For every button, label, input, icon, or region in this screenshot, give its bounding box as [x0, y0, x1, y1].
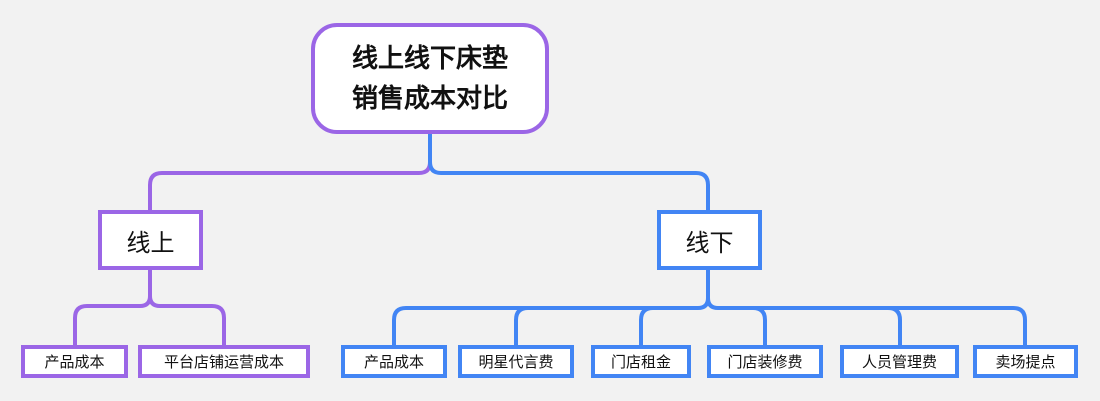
- leaf-online-store-operation-cost[interactable]: 平台店铺运营成本: [138, 345, 310, 378]
- root-title-line2: 销售成本对比: [351, 83, 508, 114]
- connector-offline-leaves: [392, 270, 1027, 345]
- leaf-offline-decoration-fee[interactable]: 门店装修费: [707, 345, 823, 378]
- connector-online-leaves: [73, 270, 226, 345]
- leaf-online-product-cost[interactable]: 产品成本: [21, 345, 128, 378]
- leaf-offline-store-rent[interactable]: 门店租金: [591, 345, 691, 378]
- leaf-offline-product-cost[interactable]: 产品成本: [341, 345, 447, 378]
- leaf-offline-staff-fee[interactable]: 人员管理费: [840, 345, 959, 378]
- leaf-offline-celebrity-fee[interactable]: 明星代言费: [458, 345, 574, 378]
- branch-offline[interactable]: 线下: [657, 210, 762, 270]
- connector-root-online: [148, 134, 432, 210]
- root-title-line1: 线上线下床垫: [351, 43, 508, 74]
- root-node[interactable]: 线上线下床垫 销售成本对比: [311, 23, 549, 134]
- leaf-offline-mall-commission[interactable]: 卖场提点: [973, 345, 1078, 378]
- branch-online[interactable]: 线上: [98, 210, 203, 270]
- connector-root-offline: [428, 134, 710, 210]
